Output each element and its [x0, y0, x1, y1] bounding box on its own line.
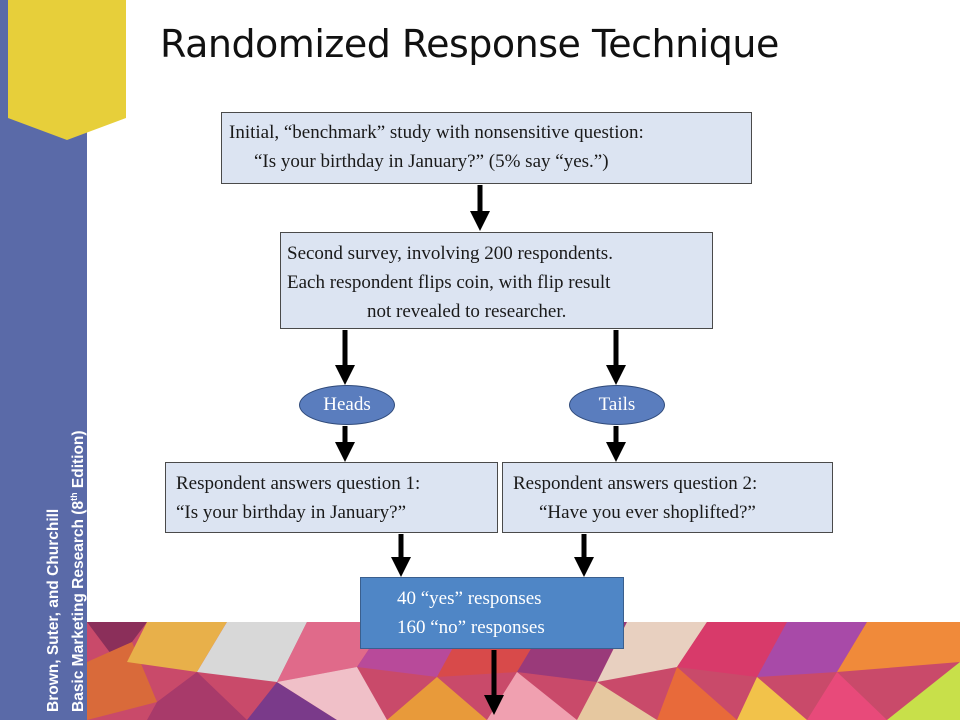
yellow-tab	[8, 0, 126, 140]
question-1-line-2: “Is your birthday in January?”	[176, 502, 407, 523]
result-no-line: 160 “no” responses	[397, 617, 545, 638]
second-survey-line-1: Second survey, involving 200 respondents…	[287, 243, 613, 264]
slide-title: Randomized Response Technique	[160, 22, 779, 66]
second-survey-line-3: not revealed to researcher.	[367, 301, 567, 322]
heads-oval: Heads	[299, 385, 395, 425]
decorative-mosaic	[87, 622, 960, 720]
benchmark-line-2: “Is your birthday in January?” (5% say “…	[254, 151, 609, 172]
question-1-box: Respondent answers question 1: “Is your …	[165, 462, 498, 533]
benchmark-line-1: Initial, “benchmark” study with nonsensi…	[229, 122, 644, 143]
second-survey-box: Second survey, involving 200 respondents…	[280, 232, 713, 329]
benchmark-study-box: Initial, “benchmark” study with nonsensi…	[221, 112, 752, 184]
question-2-line-2: “Have you ever shoplifted?”	[539, 502, 756, 523]
result-yes-line: 40 “yes” responses	[397, 588, 542, 609]
question-1-line-1: Respondent answers question 1:	[176, 473, 421, 494]
question-2-line-1: Respondent answers question 2:	[513, 473, 758, 494]
tails-oval: Tails	[569, 385, 665, 425]
second-survey-line-2: Each respondent flips coin, with flip re…	[287, 272, 611, 293]
result-box: 40 “yes” responses 160 “no” responses	[360, 577, 624, 649]
question-2-box: Respondent answers question 2: “Have you…	[502, 462, 833, 533]
